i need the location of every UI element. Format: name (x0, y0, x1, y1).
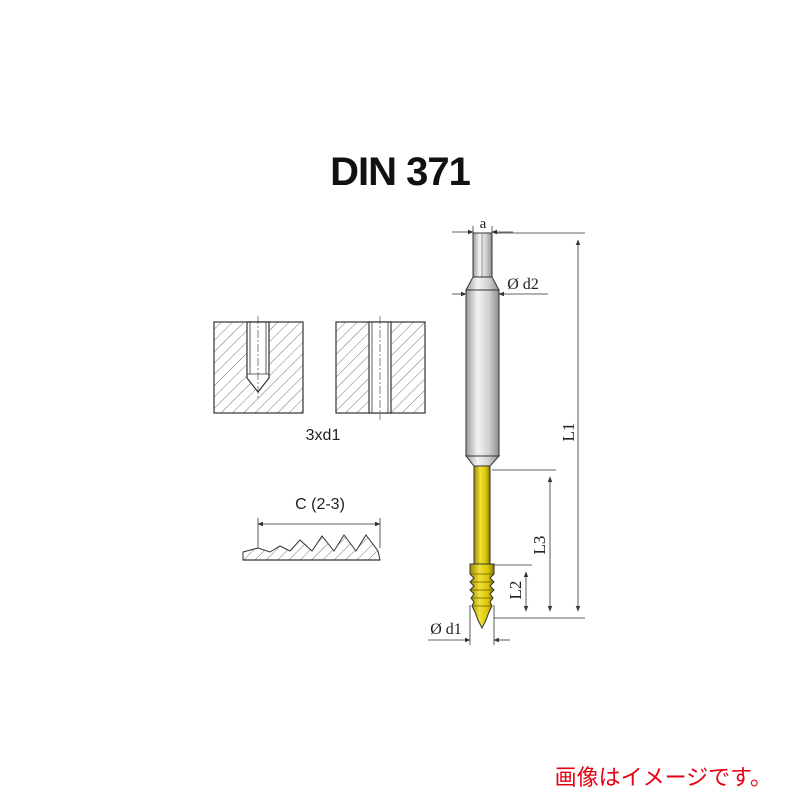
image-disclaimer-note: 画像はイメージです。 (554, 766, 772, 791)
through-hole-section (335, 316, 426, 420)
dimension-a: a (452, 216, 513, 238)
dimension-l3-label: L3 (530, 536, 549, 555)
dimension-d1-label: Ø d1 (430, 621, 462, 638)
dimension-l1: L1 (494, 232, 585, 619)
dimension-a-label: a (480, 216, 487, 232)
dimension-l2: L2 (494, 564, 532, 612)
hole-depth-label: 3xd1 (306, 427, 341, 444)
dimension-d2-label: Ø d2 (507, 276, 539, 293)
blind-hole-section (213, 316, 304, 414)
dimension-l2-label: L2 (506, 581, 525, 600)
dimension-l3: L3 (492, 469, 556, 612)
chamfer-thread-profile: C (2-3) (242, 496, 381, 561)
page-title: DIN 371 (330, 150, 471, 194)
dimension-d1: Ø d1 (428, 605, 510, 645)
chamfer-label: C (2-3) (295, 496, 345, 513)
dimension-l1-label: L1 (559, 423, 578, 442)
dimension-d2: Ø d2 (452, 276, 548, 297)
tap-body (464, 232, 501, 630)
